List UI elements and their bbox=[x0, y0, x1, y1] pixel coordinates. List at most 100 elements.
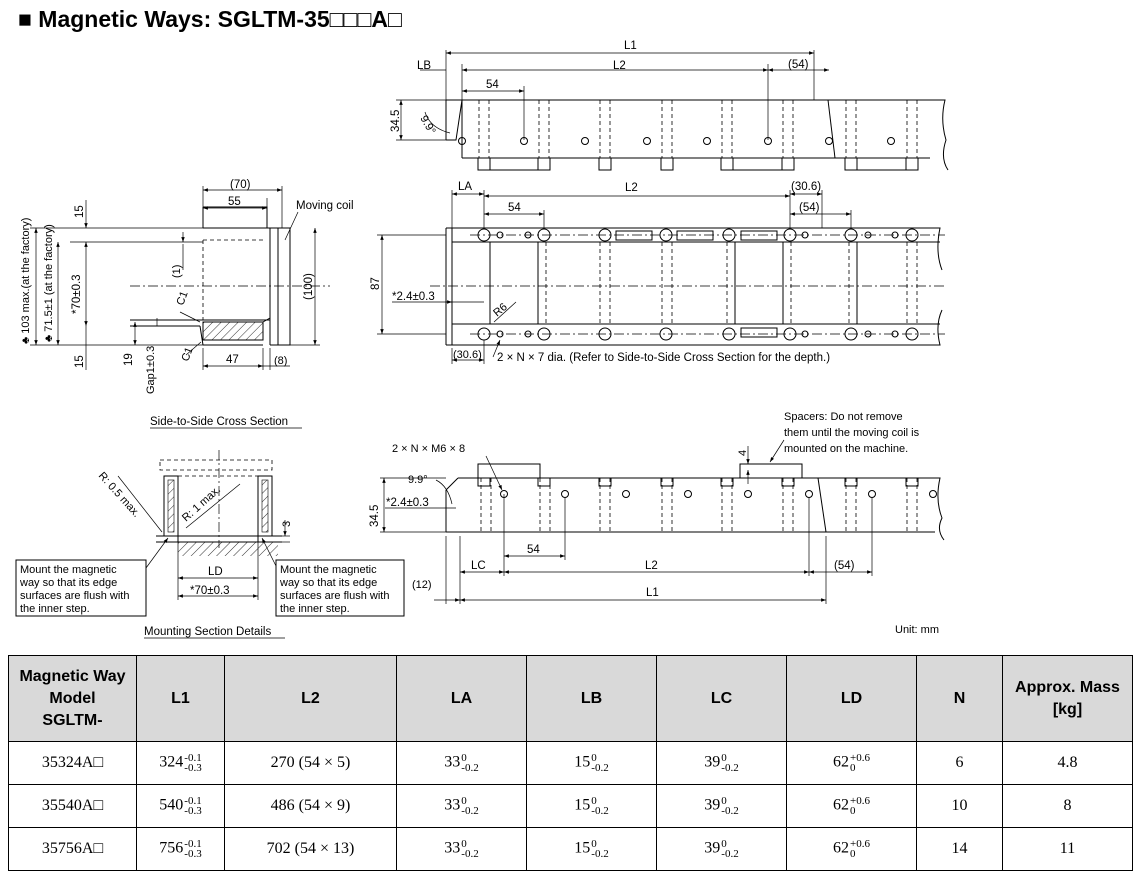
dim-plan-54: 54 bbox=[508, 202, 521, 214]
cell-la-lower: -0.2 bbox=[461, 805, 479, 817]
cell-lb-tolerance: 0-0.2 bbox=[591, 753, 609, 774]
cell-l1-upper: -0.1 bbox=[184, 838, 202, 850]
chamfer-c1-top: C1 bbox=[175, 290, 191, 307]
dim-l1: L1 bbox=[624, 40, 637, 52]
cell-l1: 540-0.1-0.3 bbox=[136, 784, 225, 828]
right-note-3: surfaces are flush with bbox=[280, 590, 389, 602]
dim-side-l1: L1 bbox=[646, 587, 659, 599]
cell-l1-tolerance: -0.1-0.3 bbox=[184, 752, 202, 774]
dim-15-top: 15 bbox=[74, 205, 86, 218]
unit-label: Unit: mm bbox=[895, 624, 939, 636]
header-la: LA bbox=[396, 655, 527, 742]
cell-lc-lower: -0.2 bbox=[721, 805, 739, 817]
dim-55: 55 bbox=[228, 196, 241, 208]
dim-side-54: 54 bbox=[527, 544, 540, 556]
dim-side-54-paren: (54) bbox=[834, 560, 855, 572]
right-note-2: way so that its edge bbox=[279, 577, 377, 589]
cell-lc-value: 39 bbox=[704, 753, 721, 771]
cell-model: 35540A□ bbox=[8, 784, 137, 828]
cell-ld-lower: 0 bbox=[850, 848, 856, 860]
dim-2-4-side: *2.4±0.3 bbox=[386, 497, 429, 509]
dim-lc: LC bbox=[471, 560, 486, 572]
dim-8-paren: (8) bbox=[274, 355, 287, 367]
cell-la-upper: 0 bbox=[461, 752, 467, 764]
right-note-4: the inner step. bbox=[280, 603, 350, 615]
cell-l1-lower: -0.3 bbox=[184, 848, 202, 860]
cell-l1-tolerance: -0.1-0.3 bbox=[184, 795, 202, 817]
cell-ld-value: 62 bbox=[833, 753, 850, 771]
dim-15-bottom: 15 bbox=[74, 355, 86, 368]
side-cross-section: (70) 55 Moving coil 15 (1) (100) ♣ 103 m… bbox=[20, 179, 354, 429]
cell-lc-tolerance: 0-0.2 bbox=[721, 753, 738, 774]
cell-la-tolerance: 0-0.2 bbox=[461, 752, 479, 774]
side-view: Spacers: Do not remove them until the mo… bbox=[369, 411, 945, 604]
cell-lb-lower: -0.2 bbox=[591, 762, 609, 774]
cell-la-value: 33 bbox=[444, 753, 461, 771]
cell-lb-upper: 0 bbox=[591, 795, 597, 807]
dim-r6: R6 bbox=[491, 301, 509, 319]
left-note-1: Mount the magnetic bbox=[20, 564, 117, 576]
dim-l2: L2 bbox=[613, 60, 626, 72]
left-note-4: the inner step. bbox=[20, 603, 90, 615]
header-lb: LB bbox=[526, 655, 657, 742]
cell-l1-upper: -0.1 bbox=[184, 752, 202, 764]
top-view: L1 LB L2 (54) 54 34.5 9.9° bbox=[390, 40, 949, 171]
cell-l2: 702 (54 × 13) bbox=[224, 827, 397, 871]
cell-mass: 11 bbox=[1002, 827, 1133, 871]
header-l2: L2 bbox=[224, 655, 397, 742]
cell-l2: 270 (54 × 5) bbox=[224, 741, 397, 785]
cell-l1-value: 324 bbox=[159, 753, 184, 771]
cell-ld-value: 62 bbox=[833, 839, 850, 857]
cell-l1: 756-0.1-0.3 bbox=[136, 827, 225, 871]
cell-la-tolerance: 0-0.2 bbox=[461, 795, 479, 817]
left-note-2: way so that its edge bbox=[19, 577, 117, 589]
dim-angle: 9.9° bbox=[417, 114, 437, 137]
dim-gap: Gap1±0.3 bbox=[145, 346, 157, 394]
dim-1-paren: (1) bbox=[171, 265, 183, 278]
cell-l1: 324-0.1-0.3 bbox=[136, 741, 225, 785]
cell-la-upper: 0 bbox=[461, 795, 467, 807]
dim-12-paren: (12) bbox=[412, 579, 432, 591]
moving-coil-label: Moving coil bbox=[296, 200, 354, 212]
dim-plan-54-paren: (54) bbox=[799, 202, 820, 214]
dimension-drawing: L1 LB L2 (54) 54 34.5 9.9° bbox=[15, 40, 949, 639]
page-title: ■ Magnetic Ways: SGLTM-35□□□A□ bbox=[18, 6, 402, 32]
plan-view: LA L2 (30.6) 54 (54) 87 *2.4±0.3 R6 (30.… bbox=[370, 181, 945, 364]
cell-la-upper: 0 bbox=[461, 838, 467, 850]
cell-ld-lower: 0 bbox=[850, 805, 856, 817]
dim-70-tol: *70±0.3 bbox=[71, 274, 83, 314]
cell-ld-lower: 0 bbox=[850, 762, 856, 774]
spacer-note-3: mounted on the machine. bbox=[784, 443, 908, 455]
cell-l1-value: 756 bbox=[159, 839, 184, 857]
dim-plan-l2: L2 bbox=[625, 182, 638, 194]
cell-lc-tolerance: 0-0.2 bbox=[721, 796, 739, 817]
cell-lc-upper: 0 bbox=[721, 838, 727, 850]
cell-ld-upper: +0.6 bbox=[850, 752, 870, 764]
cell-mass: 8 bbox=[1002, 784, 1133, 828]
dim-70-mount: *70±0.3 bbox=[190, 585, 230, 597]
chamfer-c1-bottom: C1 bbox=[180, 346, 196, 363]
dim-34-5-side: 34.5 bbox=[369, 505, 381, 527]
cell-l1-tolerance: -0.1-0.3 bbox=[184, 838, 202, 860]
left-note-3: surfaces are flush with bbox=[20, 590, 129, 602]
cell-l1-upper: -0.1 bbox=[184, 795, 202, 807]
header-lc: LC bbox=[656, 655, 787, 742]
cell-n: 6 bbox=[916, 741, 1003, 785]
cell-ld-upper: +0.6 bbox=[850, 795, 870, 807]
cell-la-lower: -0.2 bbox=[461, 762, 479, 774]
cell-mass: 4.8 bbox=[1002, 741, 1133, 785]
